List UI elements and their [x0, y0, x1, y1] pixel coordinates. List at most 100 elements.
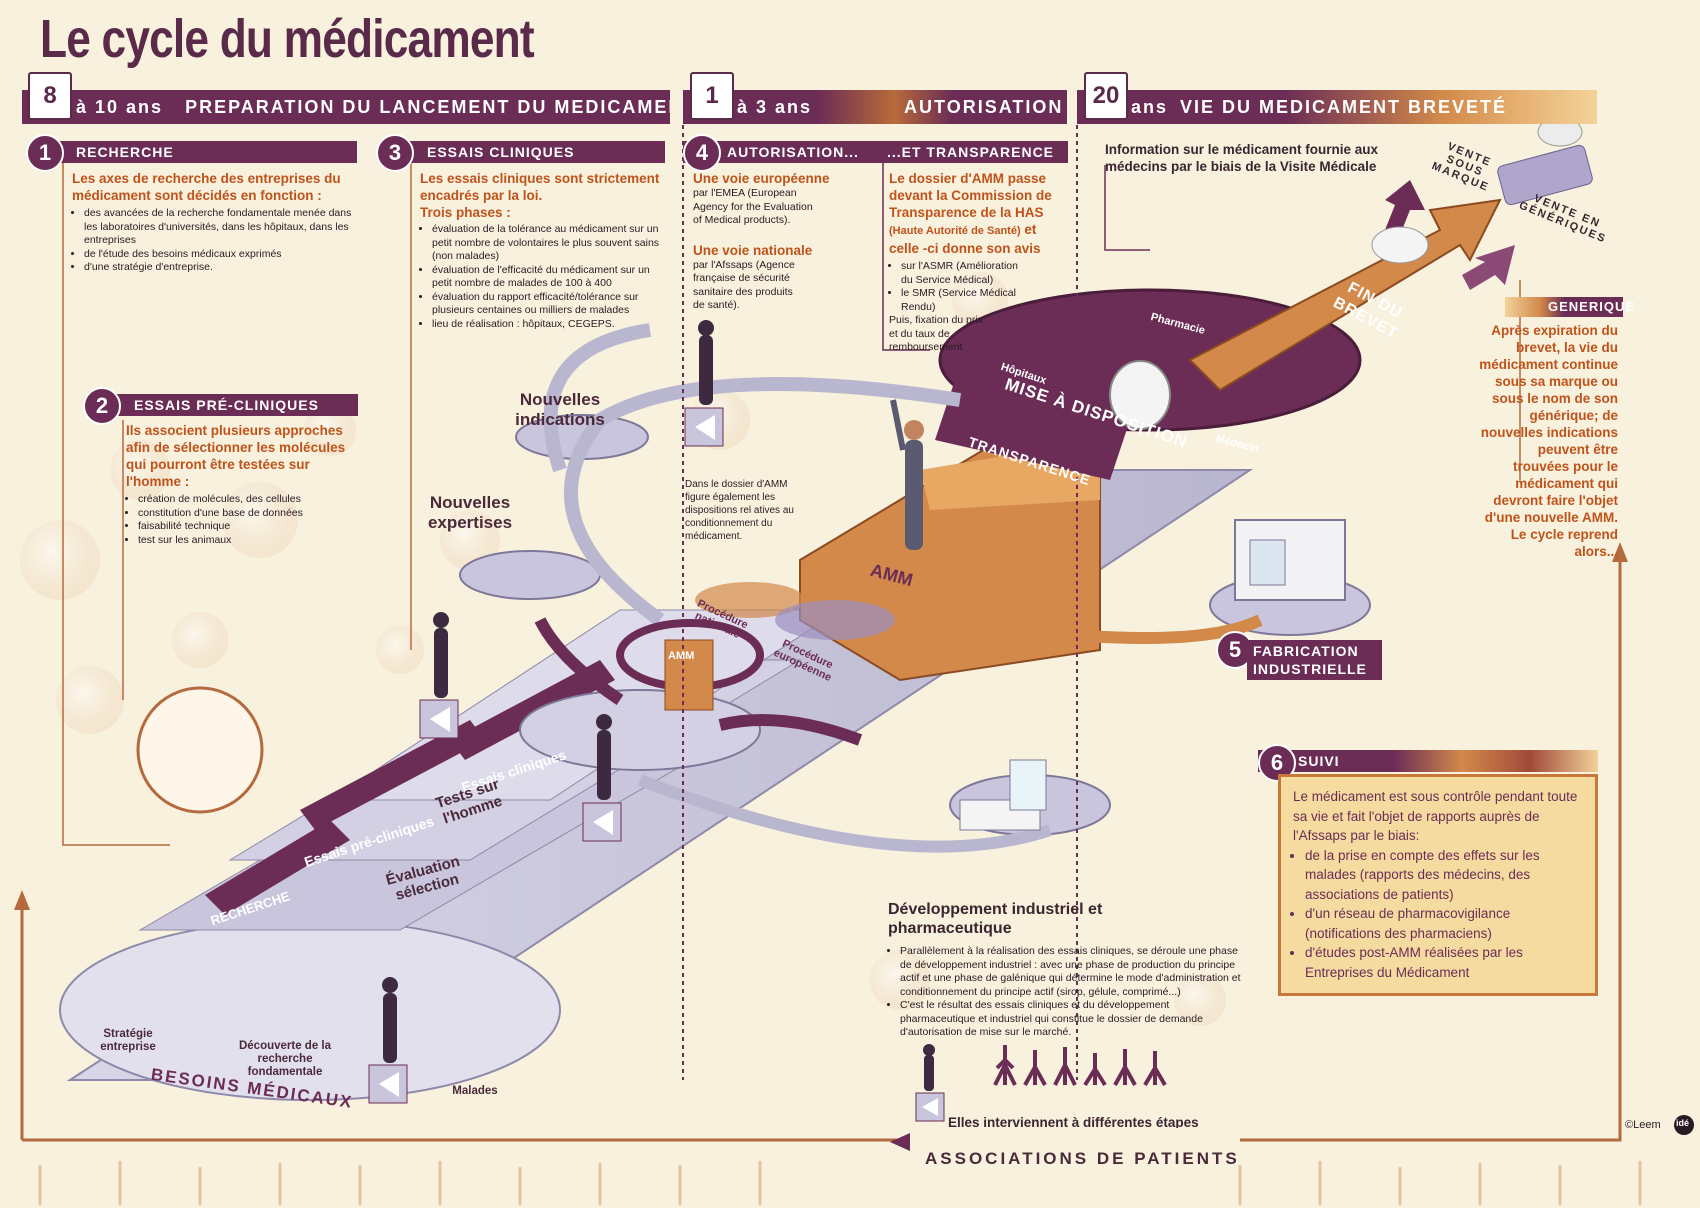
list-item: lieu de réalisation : hôpitaux, CEGEPS. [432, 318, 665, 332]
phase-label: AUTORISATION [904, 96, 1064, 117]
transparence-head-c: et celle -ci donne son avis [889, 222, 1041, 256]
list-item: évaluation de la tolérance au médicament… [432, 223, 665, 264]
voie-nationale-text: par l'Afssaps (Agence française de sécur… [693, 258, 795, 312]
voie-nationale-head: Une voie nationale [693, 242, 813, 258]
nouvelles-indications-label: Nouvelles indications [515, 390, 605, 429]
phase-label: VIE DU MEDICAMENT BREVETÉ [1180, 96, 1508, 117]
transparence-head-b: (Haute Autorité de Santé) [889, 225, 1021, 237]
transparence-head-a: Le dossier d'AMM passe devant la Commiss… [889, 171, 1052, 220]
badge-number: 4 [695, 140, 709, 165]
badge-number: 6 [1270, 750, 1284, 775]
phase-bar-vie: ans VIE DU MEDICAMENT BREVETÉ [1077, 90, 1597, 124]
transparence-list: sur l'ASMR (Amélioration du Service Médi… [889, 260, 1026, 314]
section-number-badge: 1 [26, 134, 64, 172]
section-header-preclinique: ESSAIS PRÉ-CLINIQUES [90, 394, 358, 416]
voie-europeenne-head: Une voie européenne [693, 171, 830, 186]
transparence-text: Le dossier d'AMM passe devant la Commiss… [889, 170, 1069, 355]
dev-industriel-list: Parallèlement à la réalisation des essai… [888, 945, 1245, 1040]
calendar-icon: 1 [690, 72, 734, 120]
section-title: ESSAIS PRÉ-CLINIQUES [134, 397, 319, 413]
page-title: Le cycle du médicament [40, 9, 535, 69]
essais-text: Les essais cliniques sont strictement en… [420, 170, 665, 331]
voie-europeenne-text: par l'EMEA (European Agency for the Eval… [693, 187, 813, 226]
calendar-number: 20 [1092, 82, 1120, 109]
list-item: test sur les animaux [138, 534, 358, 548]
suivi-title: SUIVI [1298, 753, 1340, 769]
fabrication-title: FABRICATION INDUSTRIELLE [1247, 640, 1382, 680]
section-title-2: ...ET TRANSPARENCE [886, 144, 1055, 160]
visite-medicale-text: Information sur le médicament fournie au… [1105, 142, 1379, 174]
label-malades: Malades [452, 1085, 498, 1097]
badge-number: 1 [38, 140, 52, 165]
section-title: AUTORISATION... [727, 144, 859, 160]
recherche-lead: Les axes de recherche des entreprises du… [72, 171, 341, 203]
list-item: constitution d'une base de données [138, 507, 358, 521]
transparence-tail: Puis, fixation du prix et du taux de rem… [889, 314, 983, 353]
list-item: évaluation du rapport efficacité/toléran… [432, 291, 665, 318]
patient-crowd [993, 1045, 1167, 1087]
recherche-text: Les axes de recherche des entreprises du… [72, 170, 357, 275]
list-item: le SMR (Service Médical Rendu) [901, 287, 1026, 314]
list-item: de l'étude des besoins médicaux exprimés [84, 248, 357, 262]
phase-duration: à 10 ans [76, 96, 164, 117]
section-header-autorisation: AUTORISATION... ...ET TRANSPARENCE [683, 141, 1068, 163]
list-item: C'est le résultat des essais cliniques e… [900, 999, 1245, 1040]
label-strategie: Stratégie entreprise [100, 1028, 156, 1053]
bottom-crowd [38, 1161, 1642, 1205]
section-number-badge: 2 [83, 387, 121, 425]
phase-label: PREPARATION DU LANCEMENT DU MEDICAMENT [185, 96, 670, 117]
badge-number: 5 [1228, 637, 1242, 662]
list-item: des avancées de la recherche fondamental… [84, 207, 357, 248]
list-item: évaluation de l'efficacité du médicament… [432, 264, 665, 291]
calendar-number: 1 [705, 82, 719, 109]
preclin-lead: Ils associent plusieurs approches afin d… [126, 423, 346, 489]
calendar-icon: 20 [1084, 72, 1128, 120]
badge-number: 2 [95, 393, 109, 418]
phase-bar-preparation: à 10 ans PREPARATION DU LANCEMENT DU MED… [22, 90, 670, 124]
phase-duration: ans [1131, 96, 1169, 117]
section-number-badge: 4 [683, 134, 721, 172]
essais-lead: Les essais cliniques sont strictement en… [420, 171, 660, 203]
phase-bar-autorisation: à 3 ans AUTORISATION [683, 90, 1067, 124]
preclin-text: Ils associent plusieurs approches afin d… [126, 422, 358, 547]
badge-number: 3 [388, 140, 402, 165]
generique-bar [1505, 297, 1623, 317]
list-item: sur l'ASMR (Amélioration du Service Médi… [901, 260, 1026, 287]
amm-box-label: AMM [668, 650, 695, 662]
suivi-list: de la prise en compte des effets sur les… [1293, 846, 1583, 983]
list-item: de la prise en compte des effets sur les… [1305, 846, 1583, 905]
generique-text: Après expiration du brevet, la vie du mé… [1479, 323, 1618, 559]
pedestal-icons [368, 407, 945, 1122]
label-decouverte: Découverte de la recherche fondamentale [238, 1040, 332, 1078]
list-item: faisabilité technique [138, 520, 358, 534]
essais-lead2: Trois phases : [420, 205, 511, 220]
suivi-box: Le médicament est sous contrôle pendant … [1278, 774, 1598, 996]
essais-list: évaluation de la tolérance au médicament… [420, 223, 665, 331]
list-item: d'une stratégie d'entreprise. [84, 261, 357, 275]
interviennent-text: Elles interviennent à différentes étapes [948, 1115, 1199, 1130]
list-item: d'un réseau de pharmacovigilance (notifi… [1305, 904, 1583, 943]
phase-duration: à 3 ans [737, 96, 813, 117]
section-header-essais: ESSAIS CLINIQUES [383, 141, 665, 163]
generique-title: GENERIQUE [1548, 299, 1636, 314]
list-item: d'études post-AMM réalisées par les Entr… [1305, 943, 1583, 982]
list-item: Parallèlement à la réalisation des essai… [900, 945, 1245, 999]
dossier-amm-note: Dans le dossier d'AMM figure également l… [685, 479, 794, 542]
calendar-number: 8 [43, 82, 57, 109]
preclin-list: création de molécules, des cellules cons… [126, 493, 358, 547]
voies-text: Une voie européenne par l'EMEA (European… [693, 170, 873, 313]
list-item: création de molécules, des cellules [138, 493, 358, 507]
copyright: ©Leem [1625, 1119, 1661, 1131]
nouvelles-expertises-label: Nouvelles expertises [427, 493, 513, 532]
dev-industriel-title: Développement industriel et pharmaceutiq… [888, 901, 1103, 937]
section-number-badge: 3 [376, 134, 414, 172]
suivi-lead: Le médicament est sous contrôle pendant … [1293, 789, 1578, 843]
figures [382, 320, 935, 1091]
section-header-recherche: RECHERCHE [32, 141, 357, 163]
transparence-head: Le dossier d'AMM passe devant la Commiss… [889, 170, 1069, 257]
logo-ide: idé [1676, 1118, 1690, 1128]
associations-label: ASSOCIATIONS DE PATIENTS [925, 1149, 1240, 1168]
suivi-header-bar [1258, 750, 1598, 772]
section-title: ESSAIS CLINIQUES [427, 144, 575, 160]
